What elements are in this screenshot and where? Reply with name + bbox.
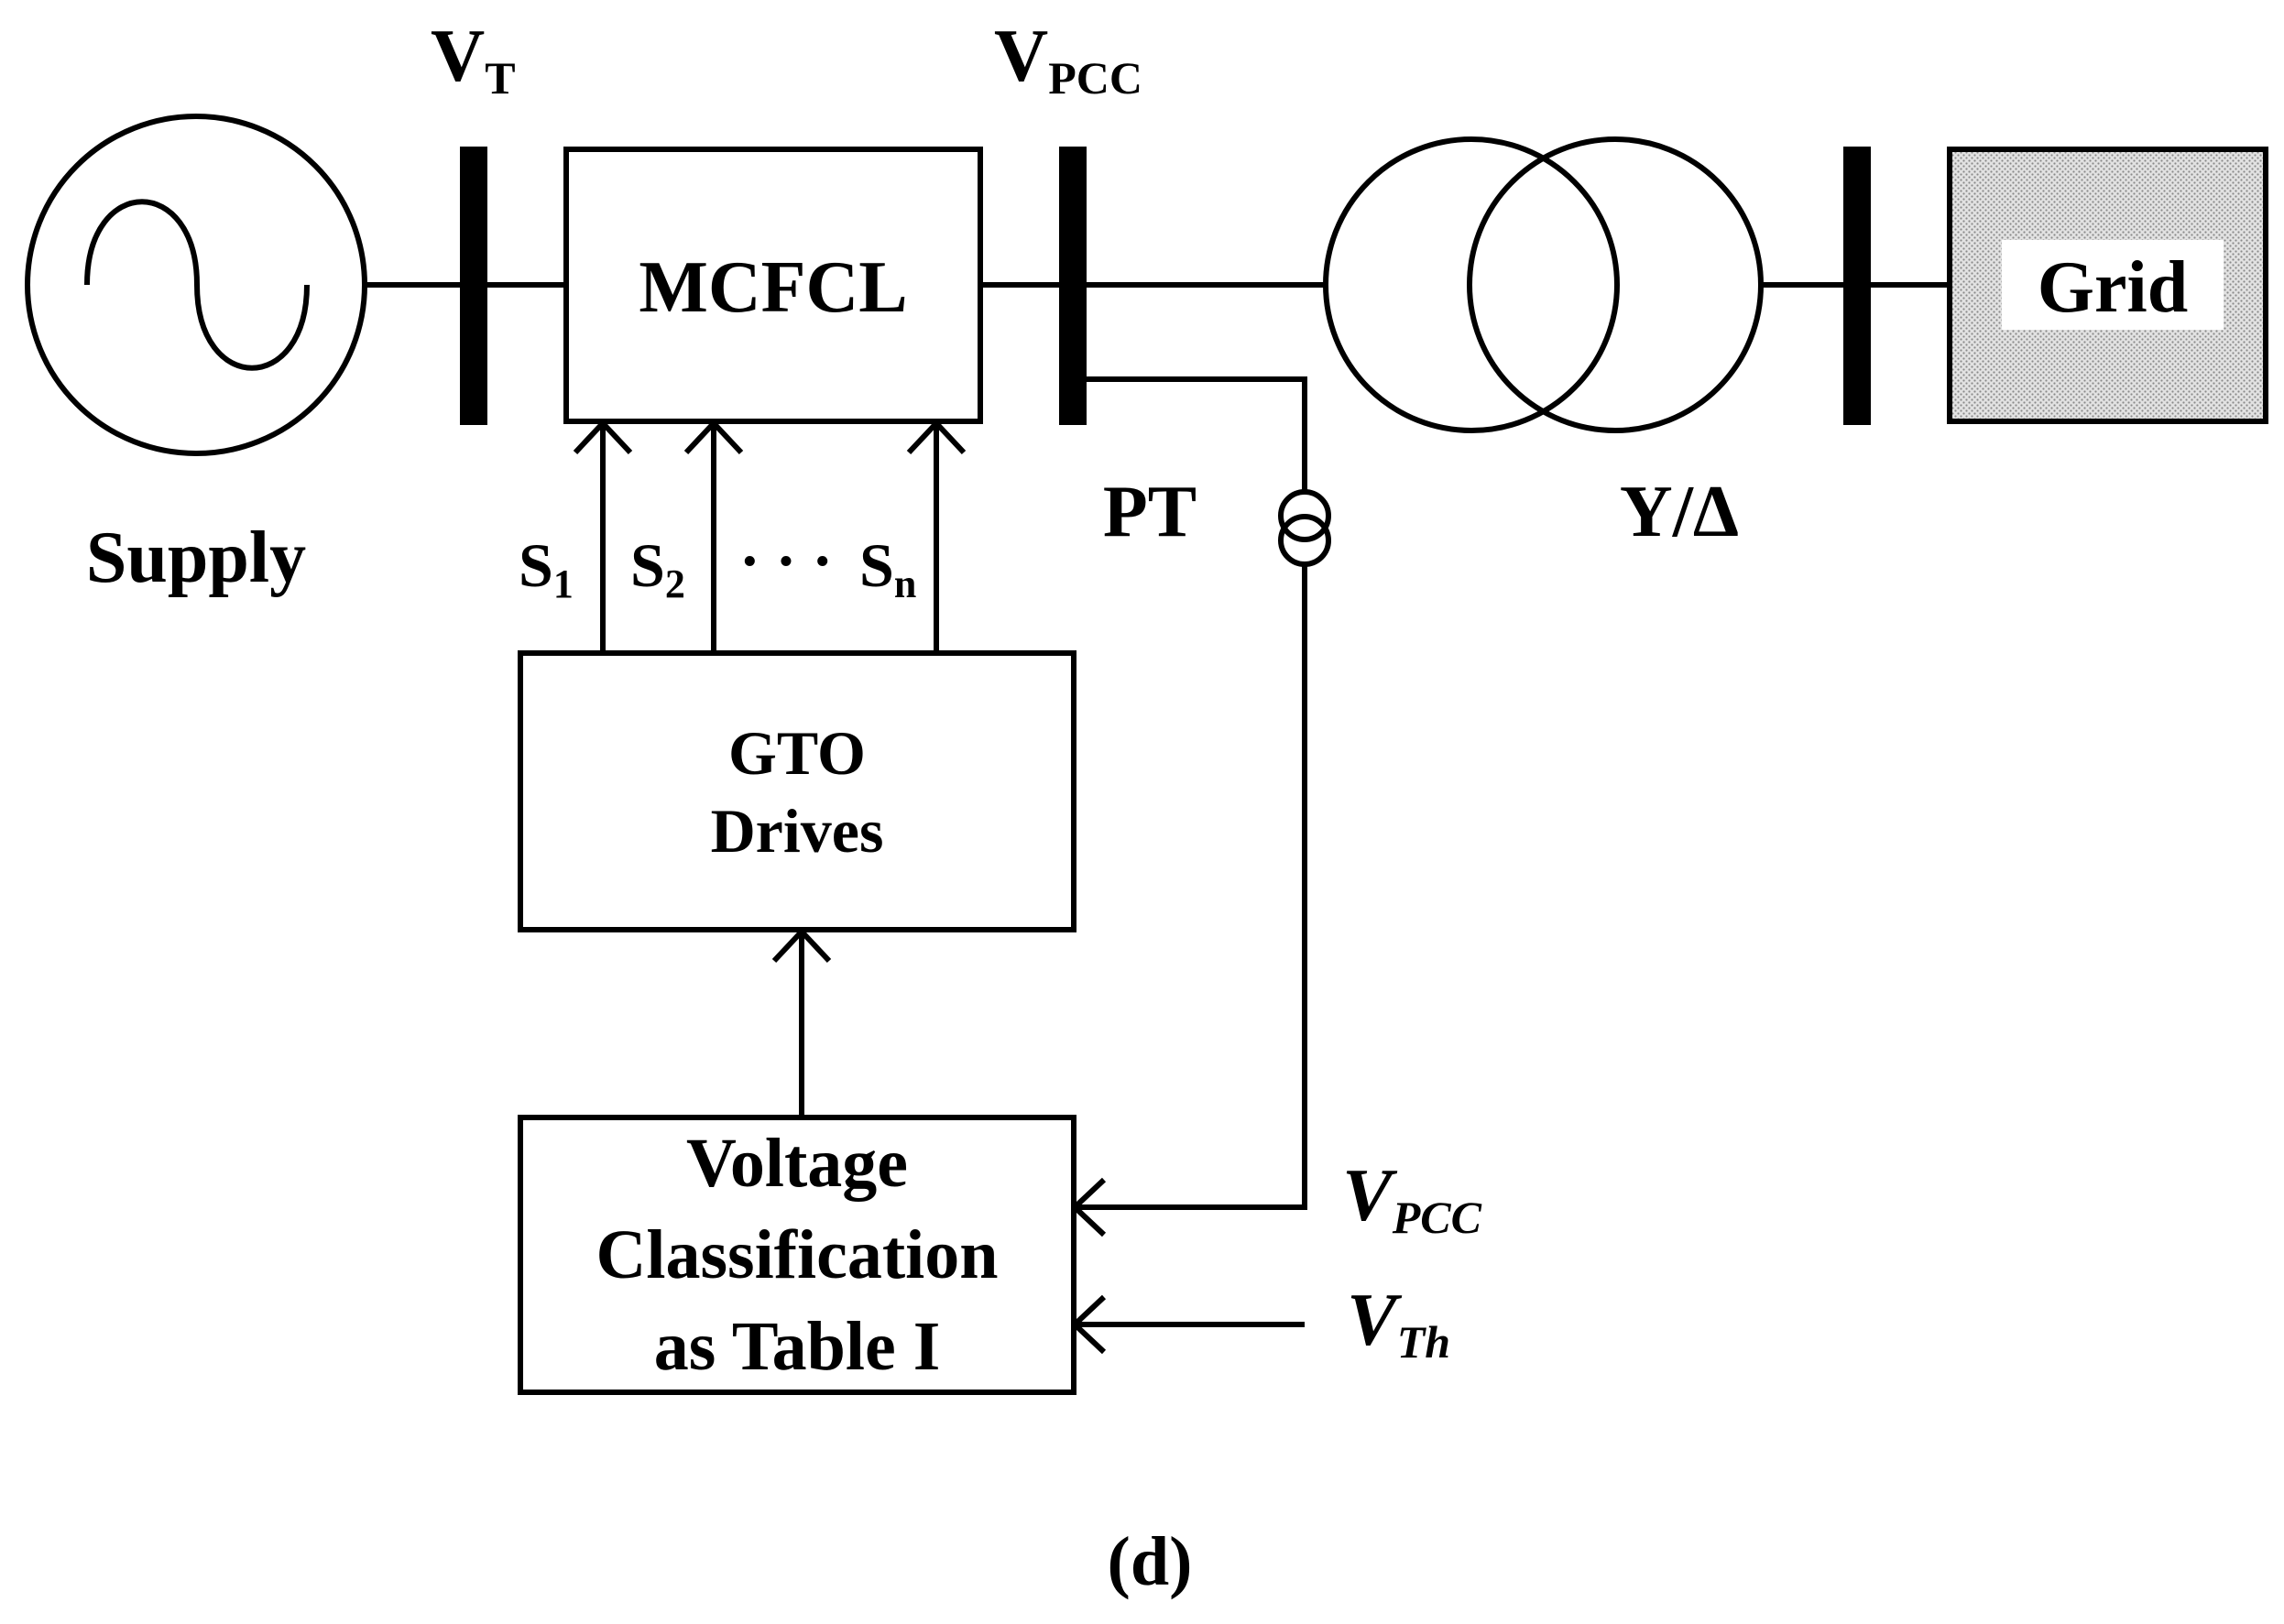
- voltage-classification-block: [518, 1115, 1076, 1395]
- gto-label-line1: GTO: [728, 718, 866, 788]
- mcfcl-block: [563, 147, 983, 424]
- pt-label: PT: [1103, 472, 1197, 552]
- switch-signal-s2: [683, 419, 744, 653]
- potential-transformer-icon: [1278, 489, 1331, 567]
- vc-to-gto-arrow: [771, 927, 832, 1117]
- sn-label: Sn: [859, 530, 916, 606]
- grid-label-backing: [2002, 240, 2224, 330]
- switch-signal-sn: [906, 419, 967, 653]
- vc-label-line2: Classification: [596, 1216, 998, 1293]
- figure-caption: (d): [1108, 1523, 1193, 1600]
- vt-label: VT: [431, 14, 516, 104]
- wire-pt-vpcc-signal: [1075, 564, 1307, 1210]
- vt-bus: [460, 147, 487, 425]
- grid-label: Grid: [2038, 247, 2188, 328]
- gto-drives-block: [518, 650, 1076, 932]
- vpcc-bus: [1059, 147, 1087, 425]
- ellipsis-label: · · ·: [739, 526, 833, 595]
- s2-label: S2: [630, 530, 685, 606]
- two-winding-transformer-icon: [1323, 136, 1764, 433]
- vpcc-label: VPCC: [994, 14, 1142, 104]
- input-vth-label: VTh: [1347, 1278, 1450, 1368]
- supply-label: Supply: [86, 518, 306, 598]
- vc-label-line3: as Table I: [654, 1308, 941, 1385]
- switch-signal-s1: [573, 419, 633, 653]
- mcfcl-label: MCFCL: [639, 247, 907, 328]
- wire-pt-tap: [1087, 376, 1307, 495]
- ac-source-sine-icon: [84, 199, 310, 371]
- vc-label-line1: Voltage: [686, 1125, 908, 1202]
- s1-label: S1: [519, 530, 574, 606]
- supply-source: [25, 114, 367, 456]
- transformer-label: Y/Δ: [1620, 472, 1739, 552]
- grid-bus: [1843, 147, 1871, 425]
- input-vpcc-label: VPCC: [1342, 1153, 1482, 1243]
- gto-label-line2: Drives: [711, 796, 884, 866]
